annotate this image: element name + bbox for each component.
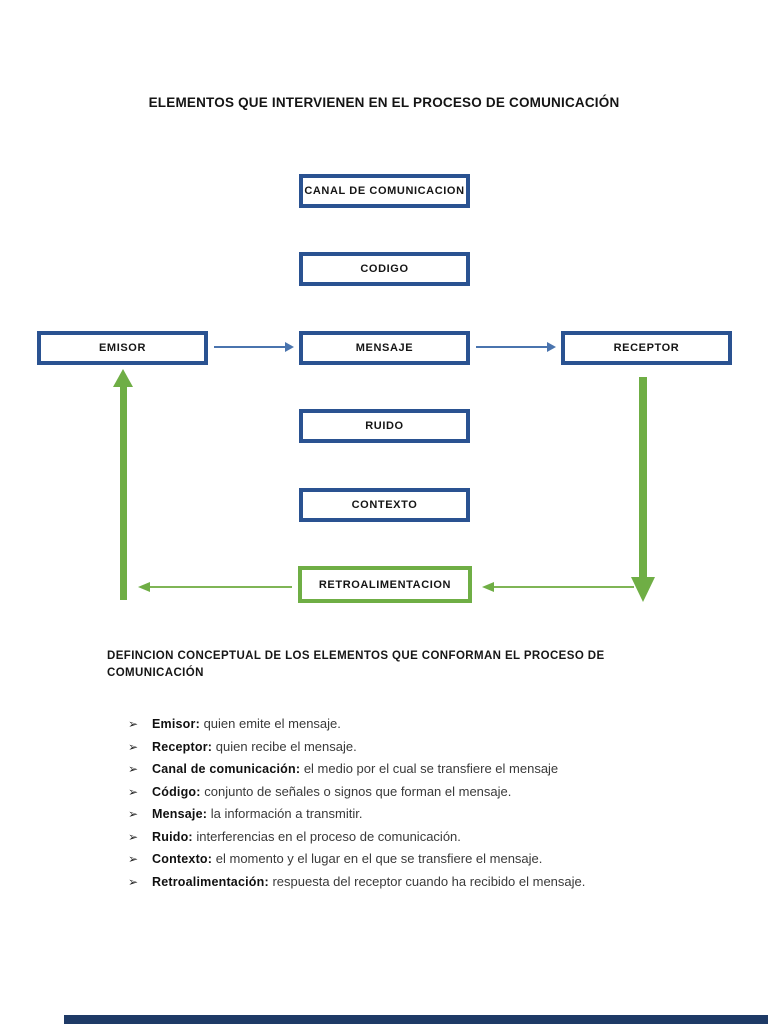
- box-label: CONTEXTO: [351, 499, 418, 511]
- list-item: ➢ Ruido: interferencias en el proceso de …: [128, 829, 708, 844]
- box-label: CODIGO: [360, 263, 409, 275]
- box-ruido: RUIDO: [299, 409, 470, 443]
- box-emisor: EMISOR: [37, 331, 208, 365]
- bullet-arrow-icon: ➢: [128, 807, 139, 821]
- box-label: RUIDO: [365, 420, 404, 432]
- definition-description: quien recibe el mensaje.: [215, 738, 357, 754]
- definition-term: Código:: [152, 784, 201, 799]
- bullet-arrow-icon: ➢: [128, 762, 139, 776]
- bullet-arrow-icon: ➢: [128, 717, 139, 731]
- definition-term: Ruido:: [152, 829, 193, 844]
- box-label: RECEPTOR: [613, 342, 680, 354]
- definitions-heading: DEFINCION CONCEPTUAL DE LOS ELEMENTOS QU…: [107, 650, 605, 679]
- receptor-down-arrow-icon: [639, 377, 647, 578]
- box-label: MENSAJE: [355, 342, 414, 354]
- definition-term: Canal de comunicación:: [152, 762, 301, 776]
- list-item: ➢ Contexto: el momento y el lugar en el q…: [128, 851, 708, 866]
- definition-description: interferencias en el proceso de comunica…: [196, 828, 461, 844]
- list-item: ➢ Emisor: quien emite el mensaje.: [128, 716, 708, 731]
- box-label: EMISOR: [99, 342, 146, 354]
- bullet-arrow-icon: ➢: [128, 784, 139, 799]
- receptor-to-retro-arrow-icon: [482, 582, 634, 592]
- receptor-down-arrowhead-icon: [631, 577, 655, 602]
- box-canal-de-comunicacion: CANAL DE COMUNICACION: [299, 174, 470, 208]
- list-item: ➢ Canal de comunicación: el medio por el …: [128, 761, 708, 776]
- feedback-up-arrow-icon: [120, 386, 127, 600]
- definition-term: Contexto:: [152, 852, 213, 866]
- retro-to-emisor-arrow-icon: [138, 582, 292, 592]
- box-retroalimentacion: RETROALIMENTACION: [298, 566, 472, 603]
- bullet-arrow-icon: ➢: [128, 739, 139, 754]
- definition-description: la información a transmitir.: [210, 806, 363, 821]
- list-item: ➢ Receptor: quien recibe el mensaje.: [128, 739, 708, 754]
- definition-term: Receptor:: [152, 739, 213, 754]
- list-item: ➢ Mensaje: la información a transmitir.: [128, 806, 708, 821]
- definition-description: conjunto de señales o signos que forman …: [204, 783, 512, 799]
- bullet-arrow-icon: ➢: [128, 874, 139, 889]
- box-contexto: CONTEXTO: [299, 488, 470, 522]
- box-label: CANAL DE COMUNICACION: [304, 185, 465, 197]
- definition-description: quien emite el mensaje.: [203, 716, 341, 731]
- page-gap-bar: [64, 1015, 768, 1024]
- list-item: ➢ Código: conjunto de señales o signos qu…: [128, 784, 708, 799]
- box-mensaje: MENSAJE: [299, 331, 470, 365]
- definition-term: Retroalimentación:: [152, 874, 269, 889]
- bullet-arrow-icon: ➢: [128, 829, 139, 844]
- list-item: ➢ Retroalimentación: respuesta del recept…: [128, 874, 708, 889]
- definition-description: el medio por el cual se transfiere el me…: [303, 761, 559, 776]
- arrow-mensaje-to-receptor-icon: [476, 342, 556, 352]
- definition-term: Mensaje:: [152, 807, 208, 821]
- box-label: RETROALIMENTACION: [318, 578, 452, 591]
- feedback-up-arrowhead-icon: [113, 369, 133, 387]
- definition-term: Emisor:: [152, 717, 200, 731]
- arrow-emisor-to-mensaje-icon: [214, 342, 294, 352]
- definition-description: respuesta del receptor cuando ha recibid…: [272, 873, 586, 889]
- box-codigo: CODIGO: [299, 252, 470, 286]
- definitions-list: ➢ Emisor: quien emite el mensaje. ➢ Recept…: [128, 716, 708, 896]
- page-title: ELEMENTOS QUE INTERVIENEN EN EL PROCESO …: [148, 95, 620, 110]
- box-receptor: RECEPTOR: [561, 331, 732, 365]
- definition-description: el momento y el lugar en el que se trans…: [215, 851, 543, 866]
- bullet-arrow-icon: ➢: [128, 852, 139, 866]
